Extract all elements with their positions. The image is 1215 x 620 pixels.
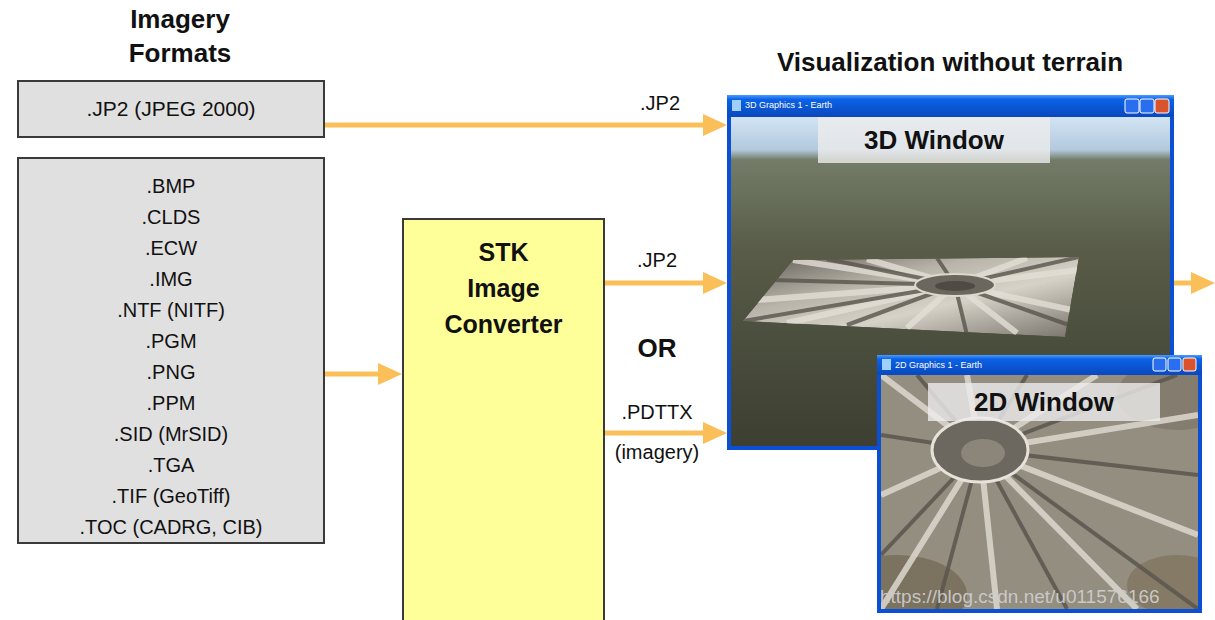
section-heading: Visualization without terrain [725,46,1175,78]
format-list-box: .BMP.CLDS.ECW.IMG.NTF (NITF).PGM.PNG.PPM… [17,157,325,544]
window-2d: 2D Graphics 1 - Earth 2D Window [877,355,1202,613]
format-arrow [605,431,715,436]
format-label: .PDTTX (imagery) [607,392,707,472]
window-title: 3D Graphics 1 - Earth [745,99,832,111]
window-label: 3D Window [818,117,1050,163]
format-name: .IMG [149,264,192,295]
terrain-patch [743,257,1079,337]
format-name: .CLDS [142,202,201,233]
sky-and-ground [731,117,1170,446]
terrain-image [881,375,1198,609]
format-name: .TGA [148,450,195,481]
converter-box: STK Image Converter [402,218,605,620]
terrain-patch [915,274,995,296]
close-button [1183,358,1196,371]
maximize-button [1140,99,1154,113]
format-label: .JP2 [640,92,680,115]
format-name: .PGM [145,326,196,357]
outgoing-arrow [1174,281,1203,286]
minimize-button [1153,358,1166,371]
close-button [1155,99,1169,113]
format-arrow [605,281,715,286]
format-name: .PPM [147,388,196,419]
window-frame [727,95,1174,450]
format-name: .NTF (NITF) [117,295,225,326]
title-bar [727,95,1174,117]
window-label: 2D Window [928,383,1160,421]
format-name: .TIF (GeoTiff) [112,481,231,512]
title-bar [877,355,1202,375]
format-name: .PNG [147,357,196,388]
format-name: .JP2 (JPEG 2000) [86,97,255,121]
format-label: .JP2 [637,249,677,272]
terrain-image [881,375,1198,609]
terrain-image [881,375,1198,609]
format-name: .BMP [147,171,196,202]
terrain-patch [743,257,1079,337]
format-name: .SID (MrSID) [114,419,228,450]
format-box: .JP2 (JPEG 2000) [17,80,325,138]
window-title: 2D Graphics 1 - Earth [895,359,982,371]
format-name: .TOC (CADRG, CIB) [80,512,263,543]
maximize-button [1168,358,1181,371]
minimize-button [1125,99,1139,113]
converter-name: STK Image Converter [442,234,566,342]
watermark: https://blog.csdn.net/u011576166 [880,586,1210,608]
format-arrow [325,372,390,377]
section-heading: Imagery Formats [105,2,255,70]
terrain-patch [935,281,975,291]
window-icon [882,359,891,370]
format-name: .ECW [145,233,197,264]
alternative-marker: OR [617,331,697,365]
window-icon [732,100,741,111]
format-arrow [325,123,715,128]
terrain-patch [743,257,1079,335]
terrain-image [932,418,1028,482]
terrain-image [961,439,1005,467]
